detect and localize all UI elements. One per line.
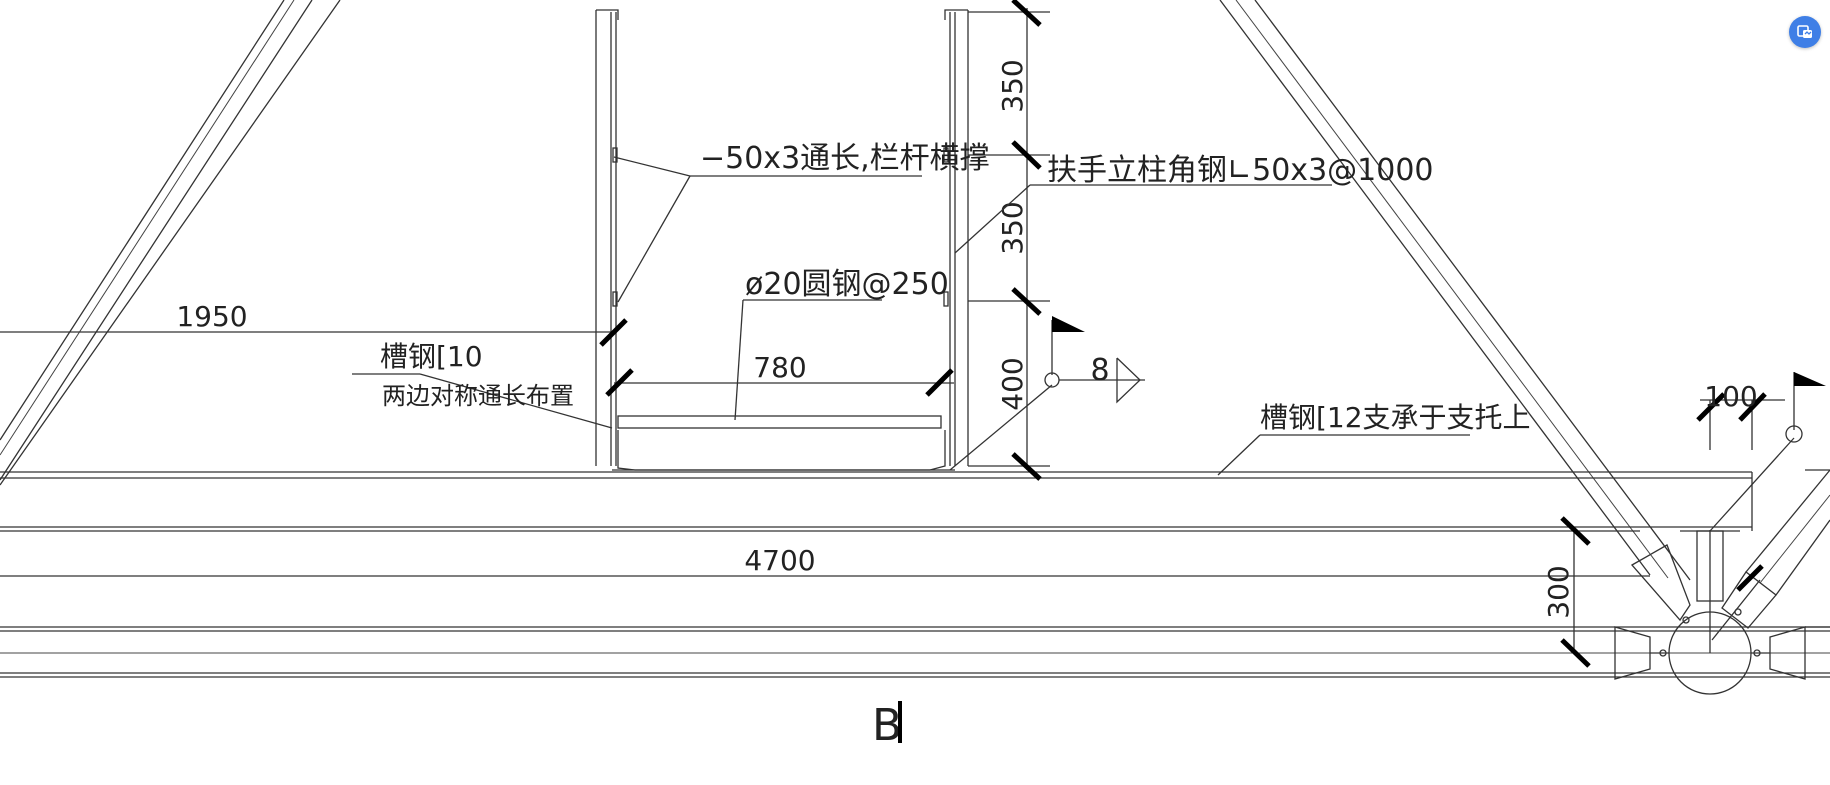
dim-400: 400: [996, 357, 1029, 410]
walkway-frame: [595, 9, 969, 471]
left-diagonal-member: [0, 0, 341, 486]
dim-1950: 1950: [176, 300, 247, 333]
horizontal-chord-lines: [0, 471, 1830, 678]
dim-350-top: 350: [996, 59, 1029, 112]
dim-300-line: 300: [1542, 516, 1591, 668]
dim-780-line: 780: [605, 351, 954, 397]
dim-4700-line: 4700: [0, 544, 1650, 577]
right-flag-marker: [1709, 372, 1826, 532]
dim-4700: 4700: [744, 544, 815, 577]
channel10-note: 两边对称通长布置: [382, 382, 574, 410]
channel10-label: 槽钢[10: [380, 340, 483, 373]
screenshot-tool-button[interactable]: [1789, 16, 1821, 48]
text-cursor: [898, 701, 902, 743]
channel12-label: 槽钢[12支承于支托上: [1260, 401, 1531, 434]
section-title: B: [872, 700, 902, 751]
dim-100-line: 100: [1696, 380, 1785, 450]
screenshot-tool-icon: [1797, 25, 1812, 38]
section-mark-number: 8: [1090, 353, 1109, 388]
leader-lines: [352, 156, 1470, 476]
dim-350-mid: 350: [996, 201, 1029, 254]
section-mark: 8: [949, 316, 1145, 471]
handrail-post-label: 扶手立柱角钢∟50x3@1000: [1047, 153, 1434, 188]
dim-100: 100: [1704, 380, 1757, 413]
truss-node: [1614, 469, 1830, 695]
vertical-dimension: 350 350 400: [968, 0, 1050, 481]
right-diagonal-member: [1219, 0, 1691, 622]
dim-300: 300: [1542, 565, 1575, 618]
dim-780: 780: [753, 351, 806, 384]
round-bar-label: ø20圆钢@250: [745, 267, 949, 302]
flat-bar-label: −50x3通长,栏杆横撑: [700, 141, 990, 176]
dim-1950-line: 1950: [0, 300, 628, 347]
